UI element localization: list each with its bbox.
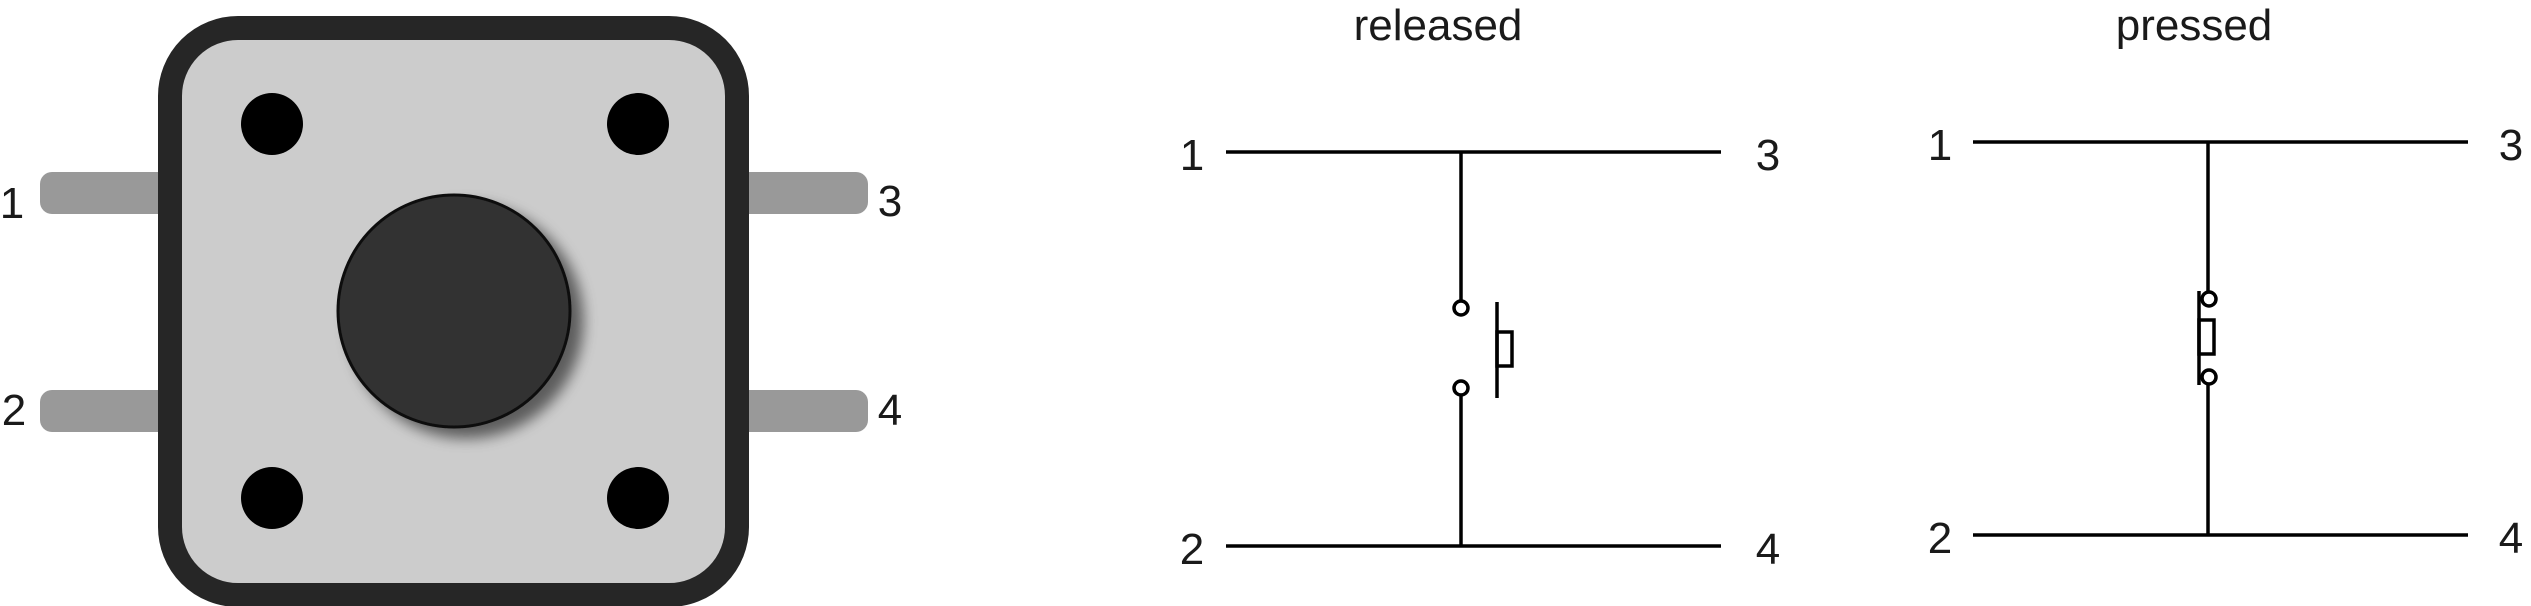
pin-4-leg	[710, 390, 868, 432]
pressed-lower-contact	[2200, 368, 2218, 386]
mounting-hole-bottom-left	[241, 467, 303, 529]
pressed-pin-1-label: 1	[1928, 121, 1952, 170]
schematic-pressed-title: pressed	[2116, 1, 2273, 50]
pressed-upper-contact	[2200, 290, 2218, 308]
pin-2-leg	[40, 390, 180, 432]
pressed-pin-2-label: 2	[1928, 514, 1952, 563]
released-plunger-box	[1495, 330, 1514, 368]
actuator-button	[336, 193, 572, 429]
pressed-plunger-box	[2197, 318, 2216, 356]
released-pin-4-label: 4	[1756, 525, 1780, 574]
released-pin-1-label: 1	[1180, 131, 1204, 180]
pin-1-leg	[40, 172, 180, 214]
pressed-pin-4-label: 4	[2499, 514, 2523, 563]
tactile-switch-component: 1 2 3 4	[0, 16, 902, 606]
pin-3-label: 3	[878, 177, 902, 226]
released-lower-contact	[1452, 379, 1470, 397]
pressed-pin-3-label: 3	[2499, 121, 2523, 170]
mounting-hole-bottom-right	[607, 467, 669, 529]
schematic-released-title: released	[1354, 1, 1523, 50]
pin-4-label: 4	[878, 386, 902, 435]
pin-1-label: 1	[0, 179, 24, 228]
released-upper-contact	[1452, 299, 1470, 317]
mounting-hole-top-right	[607, 93, 669, 155]
pin-2-label: 2	[2, 386, 26, 435]
released-pin-3-label: 3	[1756, 131, 1780, 180]
schematic-released: released 1 3 2 4	[1180, 1, 1780, 574]
schematic-pressed: pressed 1 3 2 4	[1928, 1, 2523, 563]
released-pin-2-label: 2	[1180, 525, 1204, 574]
pin-3-leg	[710, 172, 868, 214]
mounting-hole-top-left	[241, 93, 303, 155]
